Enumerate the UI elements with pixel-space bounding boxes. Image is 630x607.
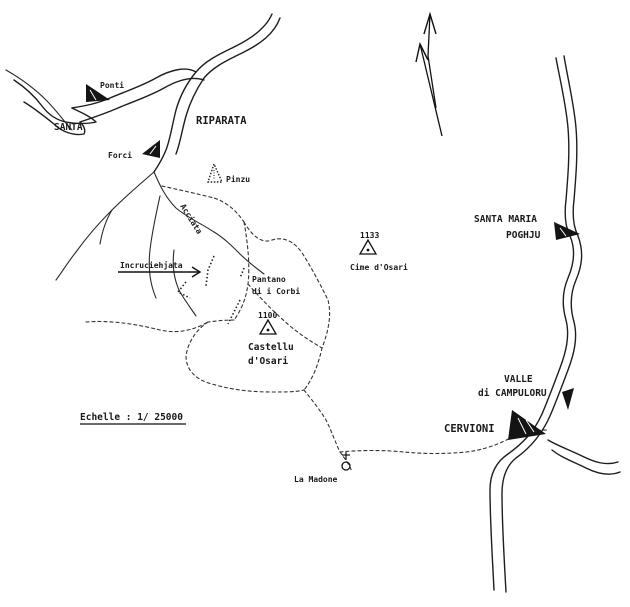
label-cervioni: CERVIONI: [444, 423, 495, 435]
label-poghju: POGHJU: [506, 230, 541, 241]
label-pinzu: Pinzu: [226, 174, 250, 184]
label-di-i-corbi: di i Corbi: [252, 286, 300, 296]
village-valle-icon: [562, 388, 574, 410]
label-la-madone: La Madone: [294, 475, 338, 484]
label-forci: Forci: [108, 150, 132, 160]
trails: [85, 185, 549, 473]
north-arrow-icon: [415, 11, 443, 137]
label-incruciehjata: Incruciehjata: [120, 260, 183, 270]
left-streams: [55, 171, 265, 317]
label-cime-osari: Cime d'Osari: [350, 262, 408, 272]
label-cime-elevation: 1133: [360, 231, 379, 240]
pointer-arrow-icon: [118, 266, 202, 278]
label-ponti: Ponti: [100, 80, 124, 90]
label-valle: VALLE: [504, 374, 533, 385]
village-ponti-icon: [86, 84, 110, 102]
chapel-icon: [341, 452, 351, 471]
summit-1100-icon: [258, 318, 278, 335]
label-acciata: Acciata: [178, 202, 204, 236]
scale-label: Echelle : 1/ 25000: [80, 412, 183, 423]
village-santa-maria-icon: [554, 222, 580, 240]
summit-1133-icon: [358, 238, 378, 255]
pinzu-summit-icon: [207, 162, 224, 183]
upper-river: [5, 13, 281, 173]
label-castellu-elevation: 1100: [258, 311, 277, 320]
label-d-osari: d'Osari: [248, 356, 288, 367]
village-forci-icon: [142, 140, 160, 158]
label-castellu: Castellu: [248, 342, 294, 353]
village-cervioni-icon: [508, 410, 546, 440]
scree-hatch-icon: [176, 255, 245, 325]
label-santa-maria: SANTA MARIA: [474, 214, 537, 225]
label-pantano: Pantano: [252, 275, 286, 284]
label-riparata: RIPARATA: [196, 115, 247, 127]
label-santa: SANTA: [54, 122, 83, 133]
right-river: [489, 55, 621, 593]
label-di-campuloru: di CAMPULORU: [478, 388, 547, 399]
